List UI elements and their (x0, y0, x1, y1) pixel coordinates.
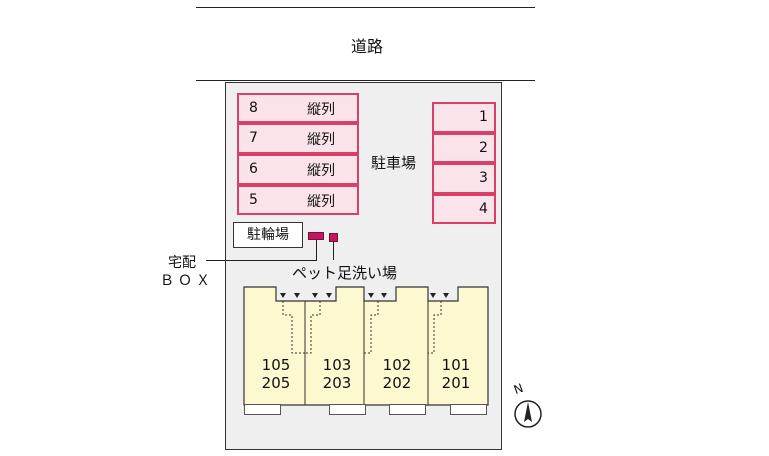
apartment-building (243, 286, 489, 406)
parking-spot-8: 8 縦列 (237, 93, 359, 123)
road-upper-edge (196, 7, 535, 8)
delivery-box-marker (308, 232, 324, 240)
parking-spot-5: 5 縦列 (237, 185, 359, 215)
delivery-box-label-line1: 宅配 (168, 252, 196, 272)
unit-step (389, 404, 426, 415)
unit-number-1f: 105 (261, 356, 291, 374)
parking-spot-note: 縦列 (307, 194, 335, 210)
pet-wash-marker (329, 233, 338, 242)
parking-spot-7: 7 縦列 (237, 123, 359, 154)
parking-spot-number: 6 (249, 161, 258, 177)
parking-spot-note: 縦列 (307, 132, 335, 148)
unit-number-1f: 103 (322, 356, 352, 374)
road-lower-edge (196, 80, 535, 81)
stair-paths (282, 301, 442, 354)
parking-spot-number: 2 (479, 140, 488, 156)
parking-label: 駐車場 (371, 154, 417, 172)
unit-number-1f: 101 (441, 356, 471, 374)
delivery-box-leader-v (316, 240, 317, 260)
parking-spot-number: 8 (249, 100, 258, 116)
parking-spot-note: 縦列 (307, 102, 335, 118)
unit-number-2f: 203 (322, 374, 352, 392)
bicycle-parking-label: 駐輪場 (233, 222, 303, 248)
north-compass-icon (514, 400, 542, 428)
delivery-box-label-line2: ＢＯＸ (160, 273, 214, 289)
unit-step (244, 404, 281, 415)
unit-step (450, 404, 487, 415)
unit-105-205: 105 205 (256, 356, 296, 392)
unit-number-2f: 202 (382, 374, 412, 392)
unit-103-203: 103 203 (317, 356, 357, 392)
unit-number-2f: 205 (261, 374, 291, 392)
parking-spot-number: 7 (249, 130, 258, 146)
parking-spot-6: 6 縦列 (237, 154, 359, 185)
unit-101-201: 101 201 (436, 356, 476, 392)
parking-spot-number: 5 (249, 192, 258, 208)
pet-wash-label: ペット足洗い場 (292, 264, 398, 282)
road-label: 道路 (351, 37, 384, 56)
unit-number-2f: 201 (441, 374, 471, 392)
unit-step (329, 404, 366, 415)
parking-spot-number: 1 (479, 109, 488, 125)
delivery-box-leader-h (206, 260, 317, 261)
parking-spot-note: 縦列 (307, 163, 335, 179)
parking-spot-4: 4 (432, 194, 496, 224)
entrance-arrows (280, 293, 449, 298)
pet-wash-leader (333, 242, 334, 260)
unit-number-1f: 102 (382, 356, 412, 374)
parking-spot-3: 3 (432, 163, 496, 194)
parking-spot-2: 2 (432, 133, 496, 163)
parking-spot-number: 3 (479, 170, 488, 186)
unit-102-202: 102 202 (377, 356, 417, 392)
parking-spot-1: 1 (432, 102, 496, 133)
parking-spot-number: 4 (479, 201, 488, 217)
